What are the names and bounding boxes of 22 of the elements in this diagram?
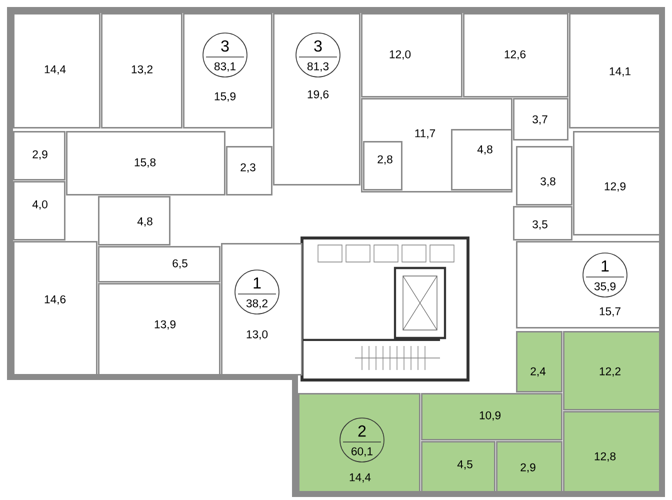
room: 4,8	[98, 196, 170, 246]
apartment-badge: 3 81,3	[296, 32, 340, 78]
room: 14,1	[569, 13, 660, 128]
apartment-badge: 1 38,2	[234, 270, 280, 314]
room: 6,5	[98, 246, 220, 282]
room: 13,2	[101, 13, 182, 128]
room: 2,8	[363, 141, 402, 190]
apartment-badge: 3 83,1	[202, 32, 248, 78]
room: 14,4	[13, 13, 100, 128]
room: 2,9	[496, 441, 562, 492]
apartment-badge: 1 35,9	[582, 252, 628, 298]
room: 12,0	[361, 13, 462, 98]
room: 4,5	[421, 441, 496, 492]
room: 2,3	[226, 146, 272, 196]
room: 2,9	[13, 131, 66, 180]
room: 4,8	[451, 129, 512, 190]
room: 3,7	[513, 98, 568, 140]
room: 3,8	[516, 146, 572, 206]
room: 4,0	[13, 181, 66, 240]
apartment-badge: 2 60,1	[340, 418, 384, 462]
room: 3,5	[513, 206, 572, 240]
room: 2,4	[516, 331, 562, 392]
